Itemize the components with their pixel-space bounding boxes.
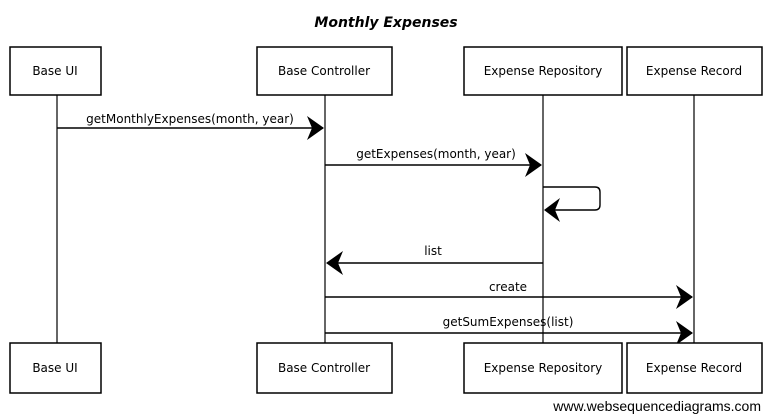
message-label: getExpenses(month, year) [356, 147, 516, 161]
watermark-link[interactable]: www.websequencediagrams.com [552, 398, 761, 414]
participant-box-top-repo: Expense Repository [463, 46, 623, 96]
participant-label: Base UI [32, 361, 77, 375]
participant-label: Base Controller [278, 64, 370, 78]
participant-label: Expense Record [646, 64, 742, 78]
participant-box-top-controller: Base Controller [256, 46, 393, 96]
participant-label: Expense Repository [484, 361, 603, 375]
message-get-monthly-expenses: getMonthlyExpenses(month, year) [57, 112, 324, 140]
participant-label: Expense Repository [484, 64, 603, 78]
participant-box-top-ui: Base UI [9, 46, 102, 96]
participant-box-bottom-ui: Base UI [9, 342, 102, 394]
message-create: create [325, 280, 693, 309]
message-label: getMonthlyExpenses(month, year) [86, 112, 294, 126]
message-get-sum-expenses: getSumExpenses(list) [325, 315, 693, 345]
participant-label: Base UI [32, 64, 77, 78]
participant-box-bottom-repo: Expense Repository [463, 342, 623, 394]
message-label: list [424, 244, 442, 258]
participant-label: Expense Record [646, 361, 742, 375]
message-list: list [326, 244, 543, 275]
participant-label: Base Controller [278, 361, 370, 375]
diagram-title: Monthly Expenses [314, 15, 457, 31]
participant-box-bottom-record: Expense Record [626, 342, 763, 394]
message-label: getSumExpenses(list) [443, 315, 574, 329]
message-get-expenses: getExpenses(month, year) [325, 147, 542, 177]
message-self-call [543, 186, 601, 222]
participant-box-bottom-controller: Base Controller [256, 342, 393, 394]
participant-box-top-record: Expense Record [626, 46, 763, 96]
message-label: create [489, 280, 527, 294]
